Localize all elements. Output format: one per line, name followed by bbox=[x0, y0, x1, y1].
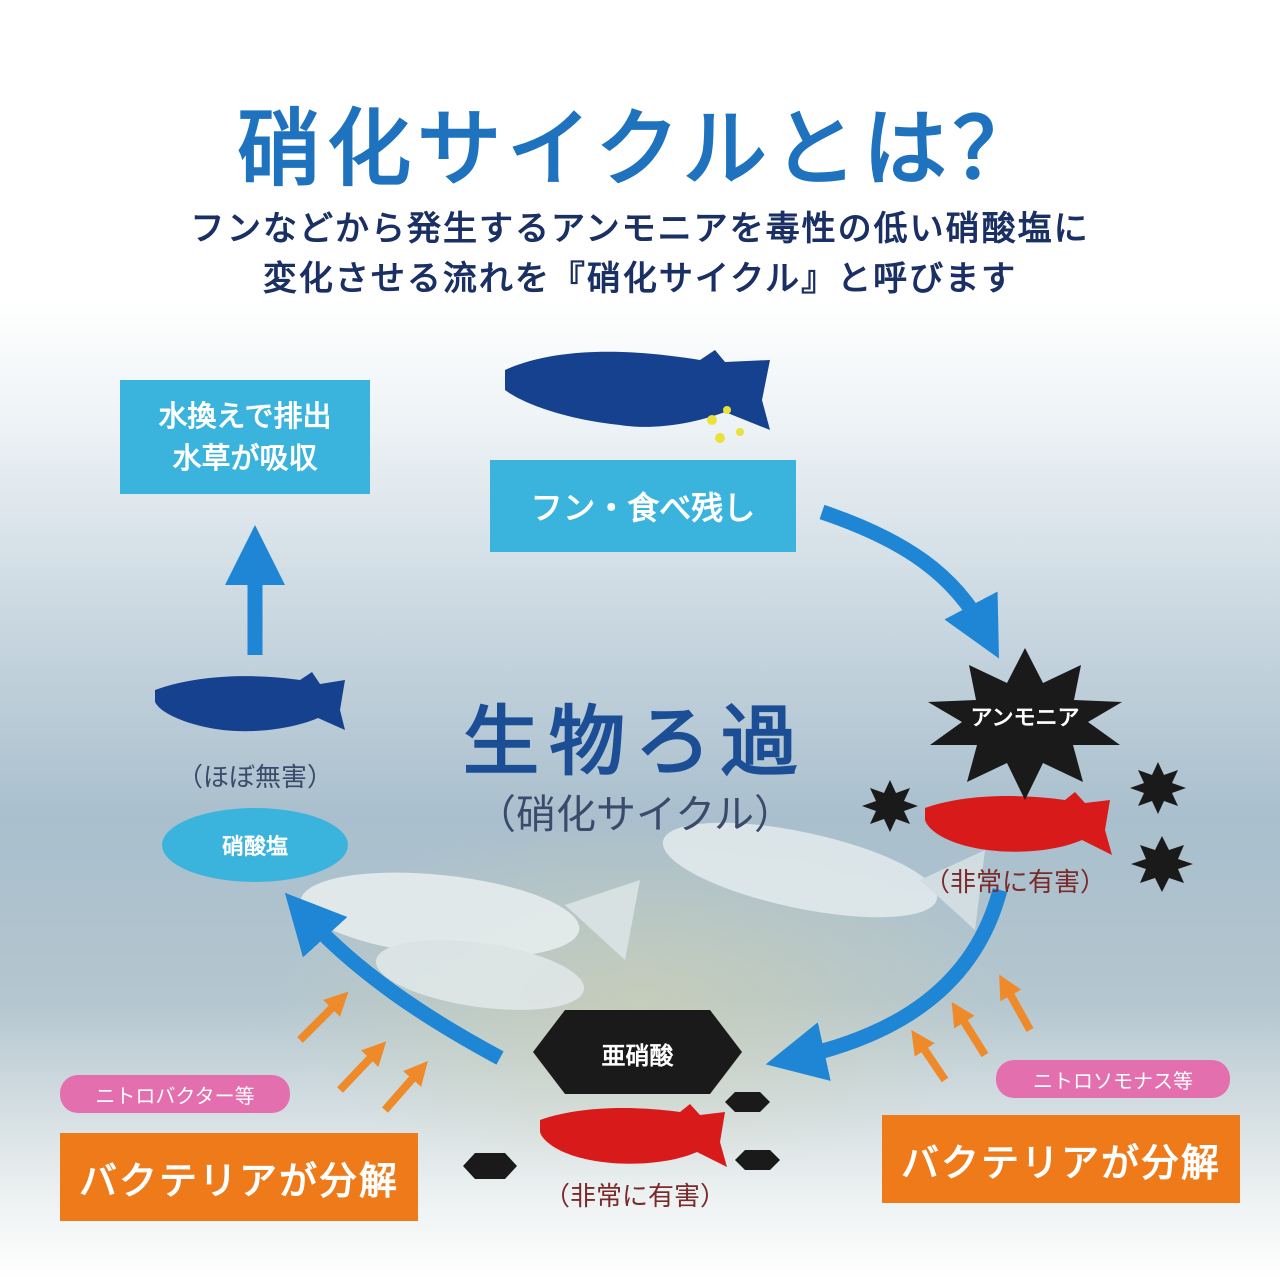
ammonia-label: アンモニア bbox=[970, 706, 1080, 731]
nitrite-hexagon-shape bbox=[533, 1010, 742, 1094]
background-fish-tail bbox=[565, 880, 640, 960]
water-change-box: 水換えで排出 水草が吸収 bbox=[120, 380, 370, 494]
page-subtitle: フンなどから発生するアンモニアを毒性の低い硝酸塩に 変化させる流れを『硝化サイク… bbox=[0, 204, 1280, 304]
top-fish-icon bbox=[505, 350, 770, 443]
background-fish bbox=[662, 822, 938, 918]
bacteria-box-left: バクテリアが分解 bbox=[60, 1133, 418, 1221]
subtitle-line-2: 変化させる流れを『硝化サイクル』と呼びます bbox=[262, 259, 1018, 299]
feces-box: フン・食べ残し bbox=[490, 460, 796, 552]
center-title: 生物ろ過 bbox=[463, 697, 807, 786]
food-pellet-icon bbox=[736, 428, 744, 436]
water-change-line-1: 水換えで排出 bbox=[158, 399, 332, 433]
background-fish-group bbox=[300, 822, 985, 1010]
center-subtitle: （硝化サイクル） bbox=[476, 792, 794, 838]
arrow-feces-to-ammonia bbox=[819, 504, 999, 659]
bacteria-tag-right: ニトロソモナス等 bbox=[996, 1060, 1230, 1098]
nitrite-particle-icon bbox=[463, 1092, 780, 1179]
ammonia-burst-shape bbox=[928, 648, 1122, 800]
arrow-nitrite-to-nitrate bbox=[284, 892, 504, 1065]
page-title: 硝化サイクルとは？ bbox=[237, 100, 1043, 198]
background-fish-tail bbox=[920, 850, 985, 930]
almost-harmless-label: （ほぼ無害） bbox=[176, 763, 333, 793]
very-harmful-label-bottom: （非常に有害） bbox=[543, 1182, 726, 1212]
bottom-red-fish-icon bbox=[540, 1104, 727, 1167]
nitrate-oval: 硝酸塩 bbox=[162, 808, 348, 882]
food-pellet-icon bbox=[723, 406, 731, 414]
right-red-fish-icon bbox=[925, 792, 1112, 855]
background-fish bbox=[300, 872, 580, 958]
toxic-particle-icon bbox=[862, 762, 1193, 892]
bacteria-arrows-right bbox=[911, 974, 1034, 1083]
left-fish-icon bbox=[155, 672, 345, 732]
food-pellet-icon bbox=[715, 433, 725, 443]
bacteria-arrows-left bbox=[297, 991, 428, 1113]
arrow-ammonia-to-nitrite bbox=[765, 888, 1008, 1081]
food-pellet-icon bbox=[707, 415, 717, 425]
subtitle-line-1: フンなどから発生するアンモニアを毒性の低い硝酸塩に bbox=[190, 209, 1090, 249]
bacteria-tag-left: ニトロバクター等 bbox=[60, 1075, 290, 1113]
very-harmful-label-right: （非常に有害） bbox=[923, 868, 1106, 898]
bacteria-box-right: バクテリアが分解 bbox=[882, 1115, 1240, 1203]
background-fish bbox=[375, 940, 585, 1010]
water-change-line-2: 水草が吸収 bbox=[172, 441, 318, 475]
nitrite-label: 亜硝酸 bbox=[601, 1042, 674, 1070]
